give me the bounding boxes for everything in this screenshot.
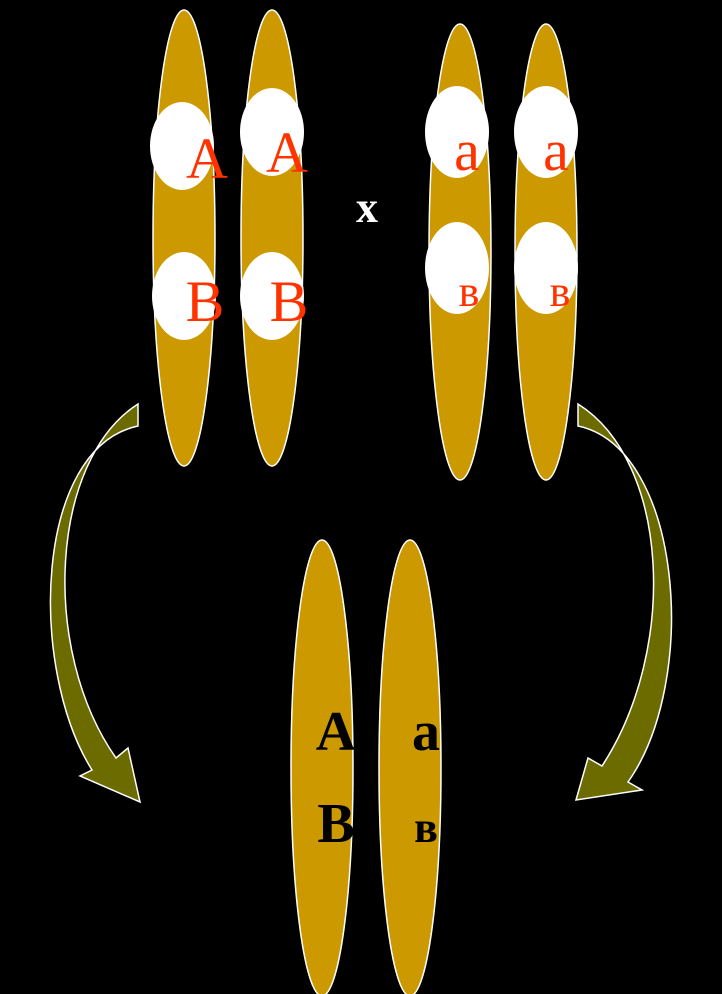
locus-top	[514, 86, 578, 178]
cross-symbol: x	[356, 183, 378, 232]
gene-label-bottom: в	[550, 267, 571, 316]
gene-label-top: A	[316, 701, 357, 763]
gene-label-top: A	[266, 120, 308, 185]
locus-bottom	[514, 222, 578, 314]
gene-label-bottom: B	[270, 269, 309, 334]
locus-bottom	[425, 222, 489, 314]
chromosome-body	[152, 9, 216, 467]
gene-label-bottom: в	[414, 803, 438, 852]
gene-label-top: a	[454, 118, 480, 183]
offspring: A B a в	[290, 539, 442, 994]
offspring-chromosome-1: A B	[290, 539, 357, 994]
gene-label-top: a	[543, 118, 569, 183]
parent-left-chromosome-2: A B	[240, 9, 309, 467]
gene-label-top: a	[412, 701, 440, 763]
locus-bottom	[152, 252, 216, 340]
gene-label-top: A	[186, 126, 228, 191]
parent-left-chromosome-1: A B	[150, 9, 228, 467]
parent-right-chromosome-2: a в	[514, 23, 578, 481]
gene-label-bottom: в	[459, 267, 480, 316]
offspring-chromosome-2: a в	[378, 539, 442, 994]
locus-bottom	[240, 252, 304, 340]
right-curved-arrow	[574, 402, 673, 801]
locus-top	[150, 102, 214, 190]
gene-label-bottom: B	[186, 269, 225, 334]
chromosome-body	[378, 539, 442, 994]
locus-top	[425, 86, 489, 178]
gene-label-bottom: B	[317, 793, 354, 855]
chromosome-body	[290, 539, 354, 994]
chromosome-body	[240, 9, 304, 467]
parent-right-chromosome-1: a в	[425, 23, 492, 481]
locus-top	[240, 88, 304, 176]
parent-right: a в a в	[425, 23, 578, 481]
parent-left: A B A B	[150, 9, 309, 467]
left-curved-arrow	[49, 402, 142, 804]
